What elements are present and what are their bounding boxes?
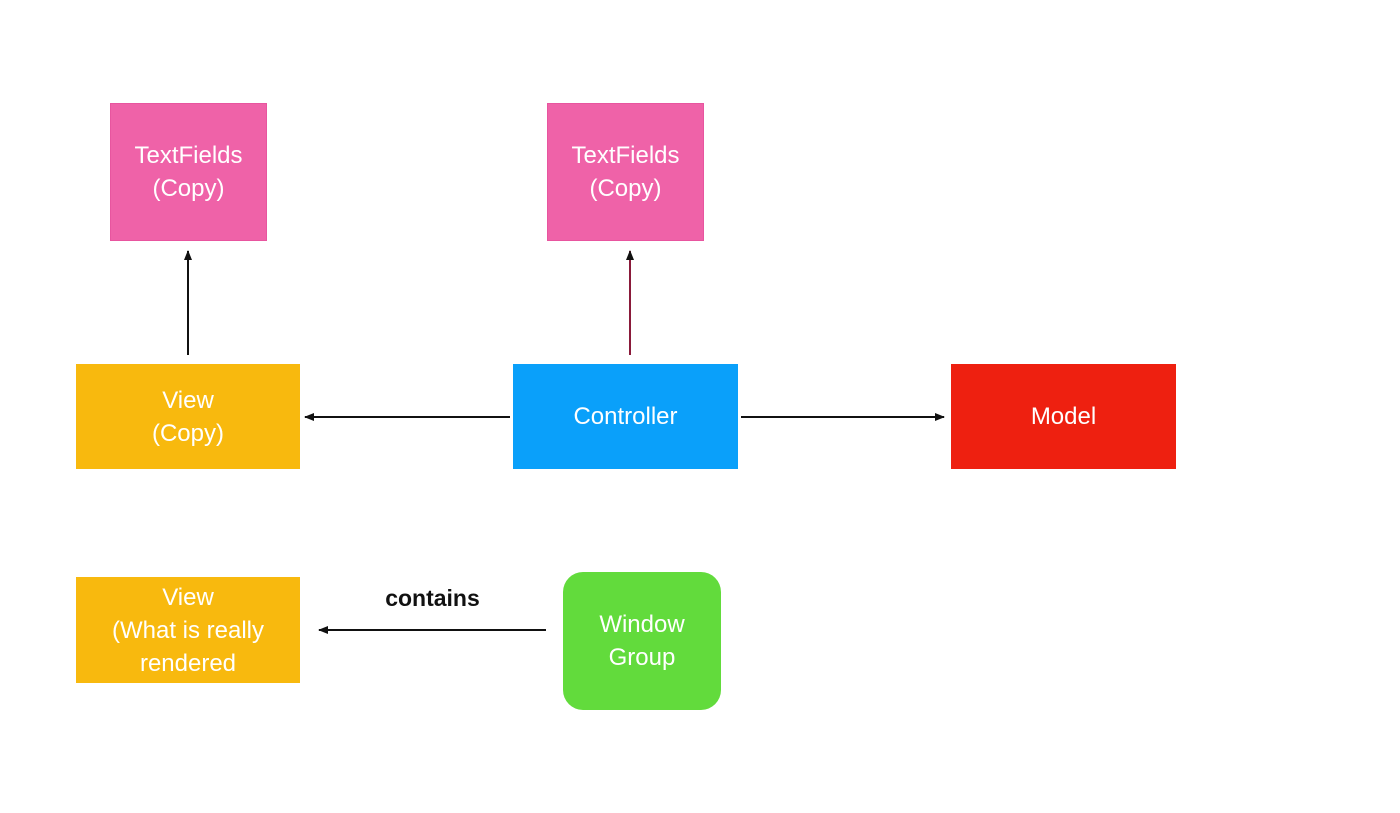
node-label: View (Copy) <box>151 386 224 447</box>
node-label: Window Group <box>599 611 685 671</box>
node-label: View (What is really rendered <box>111 583 265 677</box>
textfields-copy-node-center: TextFields (Copy) <box>547 103 704 241</box>
view-copy-node: View (Copy) <box>76 364 300 469</box>
edge-label-contains: contains <box>385 585 480 611</box>
model-node: Model <box>951 364 1176 469</box>
view-rendered-node: View (What is really rendered <box>76 577 300 683</box>
node-label: Model <box>1030 403 1097 430</box>
textfields-copy-node-left: TextFields (Copy) <box>110 103 267 241</box>
controller-node: Controller <box>513 364 738 469</box>
node-label: TextFields (Copy) <box>571 142 680 202</box>
node-label: TextFields (Copy) <box>134 142 243 202</box>
node-label: Controller <box>573 403 678 430</box>
window-group-node: Window Group <box>563 572 721 710</box>
